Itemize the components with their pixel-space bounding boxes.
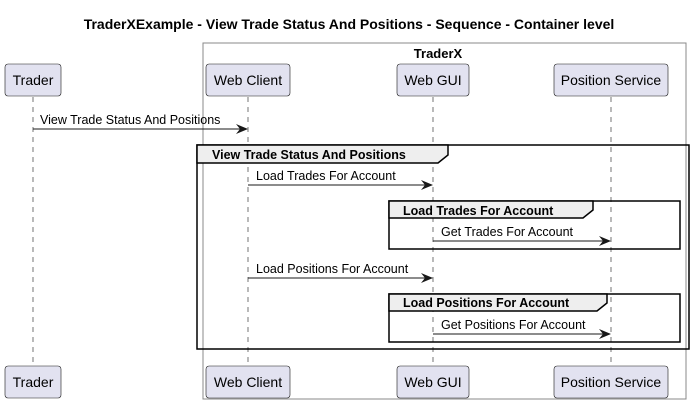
- participant-web-gui-top[interactable]: Web GUI: [396, 63, 470, 97]
- participant-label: Web GUI: [404, 374, 461, 390]
- fragment-load-positions: Load Positions For Account: [388, 293, 681, 343]
- fragment-header: [196, 144, 449, 164]
- participant-box: [4, 63, 62, 97]
- fragment-view-trade-status: View Trade Status And Positions: [196, 144, 690, 350]
- message-label: Get Trades For Account: [441, 225, 574, 239]
- participant-box: [553, 63, 669, 97]
- traderx-boundary-box: [202, 42, 687, 400]
- message-label: Load Trades For Account: [256, 169, 396, 183]
- participant-position-service-bottom[interactable]: Position Service: [553, 365, 669, 399]
- message-get-positions: Get Positions For Account: [433, 318, 611, 339]
- participant-label: Position Service: [561, 374, 662, 390]
- message-load-trades: Load Trades For Account: [248, 169, 433, 190]
- fragment-label: Load Positions For Account: [403, 296, 570, 310]
- diagram-title: TraderXExample - View Trade Status And P…: [84, 16, 615, 32]
- participants-bottom: Trader Web Client Web GUI Position Servi…: [4, 365, 669, 399]
- participant-web-client-top[interactable]: Web Client: [205, 63, 291, 97]
- participant-box: [205, 365, 291, 399]
- participant-box: [4, 365, 62, 399]
- arrowhead-icon: [236, 124, 248, 134]
- arrowhead-icon: [599, 329, 611, 339]
- participant-trader-top[interactable]: Trader: [4, 63, 62, 97]
- fragment-label: Load Trades For Account: [403, 204, 554, 218]
- fragment-load-trades: Load Trades For Account: [388, 200, 681, 250]
- participant-label: Web Client: [214, 374, 282, 390]
- participant-box: [396, 365, 470, 399]
- message-view-trade-status: View Trade Status And Positions: [33, 113, 248, 134]
- participant-web-gui-bottom[interactable]: Web GUI: [396, 365, 470, 399]
- participants-top: Trader Web Client Web GUI Position Servi…: [4, 63, 669, 97]
- participant-label: Trader: [13, 374, 54, 390]
- message-get-trades: Get Trades For Account: [433, 225, 611, 246]
- message-label: Load Positions For Account: [256, 262, 409, 276]
- traderx-boundary-label: TraderX: [414, 46, 463, 61]
- participant-label: Trader: [13, 72, 54, 88]
- participant-box: [553, 365, 669, 399]
- lifelines: [32, 97, 612, 366]
- participant-box: [396, 63, 470, 97]
- arrowhead-icon: [421, 273, 433, 283]
- message-load-positions: Load Positions For Account: [248, 262, 433, 283]
- fragment-header: [388, 293, 608, 312]
- arrowhead-icon: [599, 236, 611, 246]
- participant-box: [205, 63, 291, 97]
- participant-position-service-top[interactable]: Position Service: [553, 63, 669, 97]
- participant-trader-bottom[interactable]: Trader: [4, 365, 62, 399]
- participant-label: Web Client: [214, 72, 282, 88]
- fragment-header: [388, 200, 594, 219]
- participant-label: Position Service: [561, 72, 662, 88]
- arrowhead-icon: [421, 180, 433, 190]
- message-label: View Trade Status And Positions: [40, 113, 220, 127]
- message-label: Get Positions For Account: [441, 318, 586, 332]
- fragment-label: View Trade Status And Positions: [212, 148, 406, 162]
- participant-label: Web GUI: [404, 72, 461, 88]
- participant-web-client-bottom[interactable]: Web Client: [205, 365, 291, 399]
